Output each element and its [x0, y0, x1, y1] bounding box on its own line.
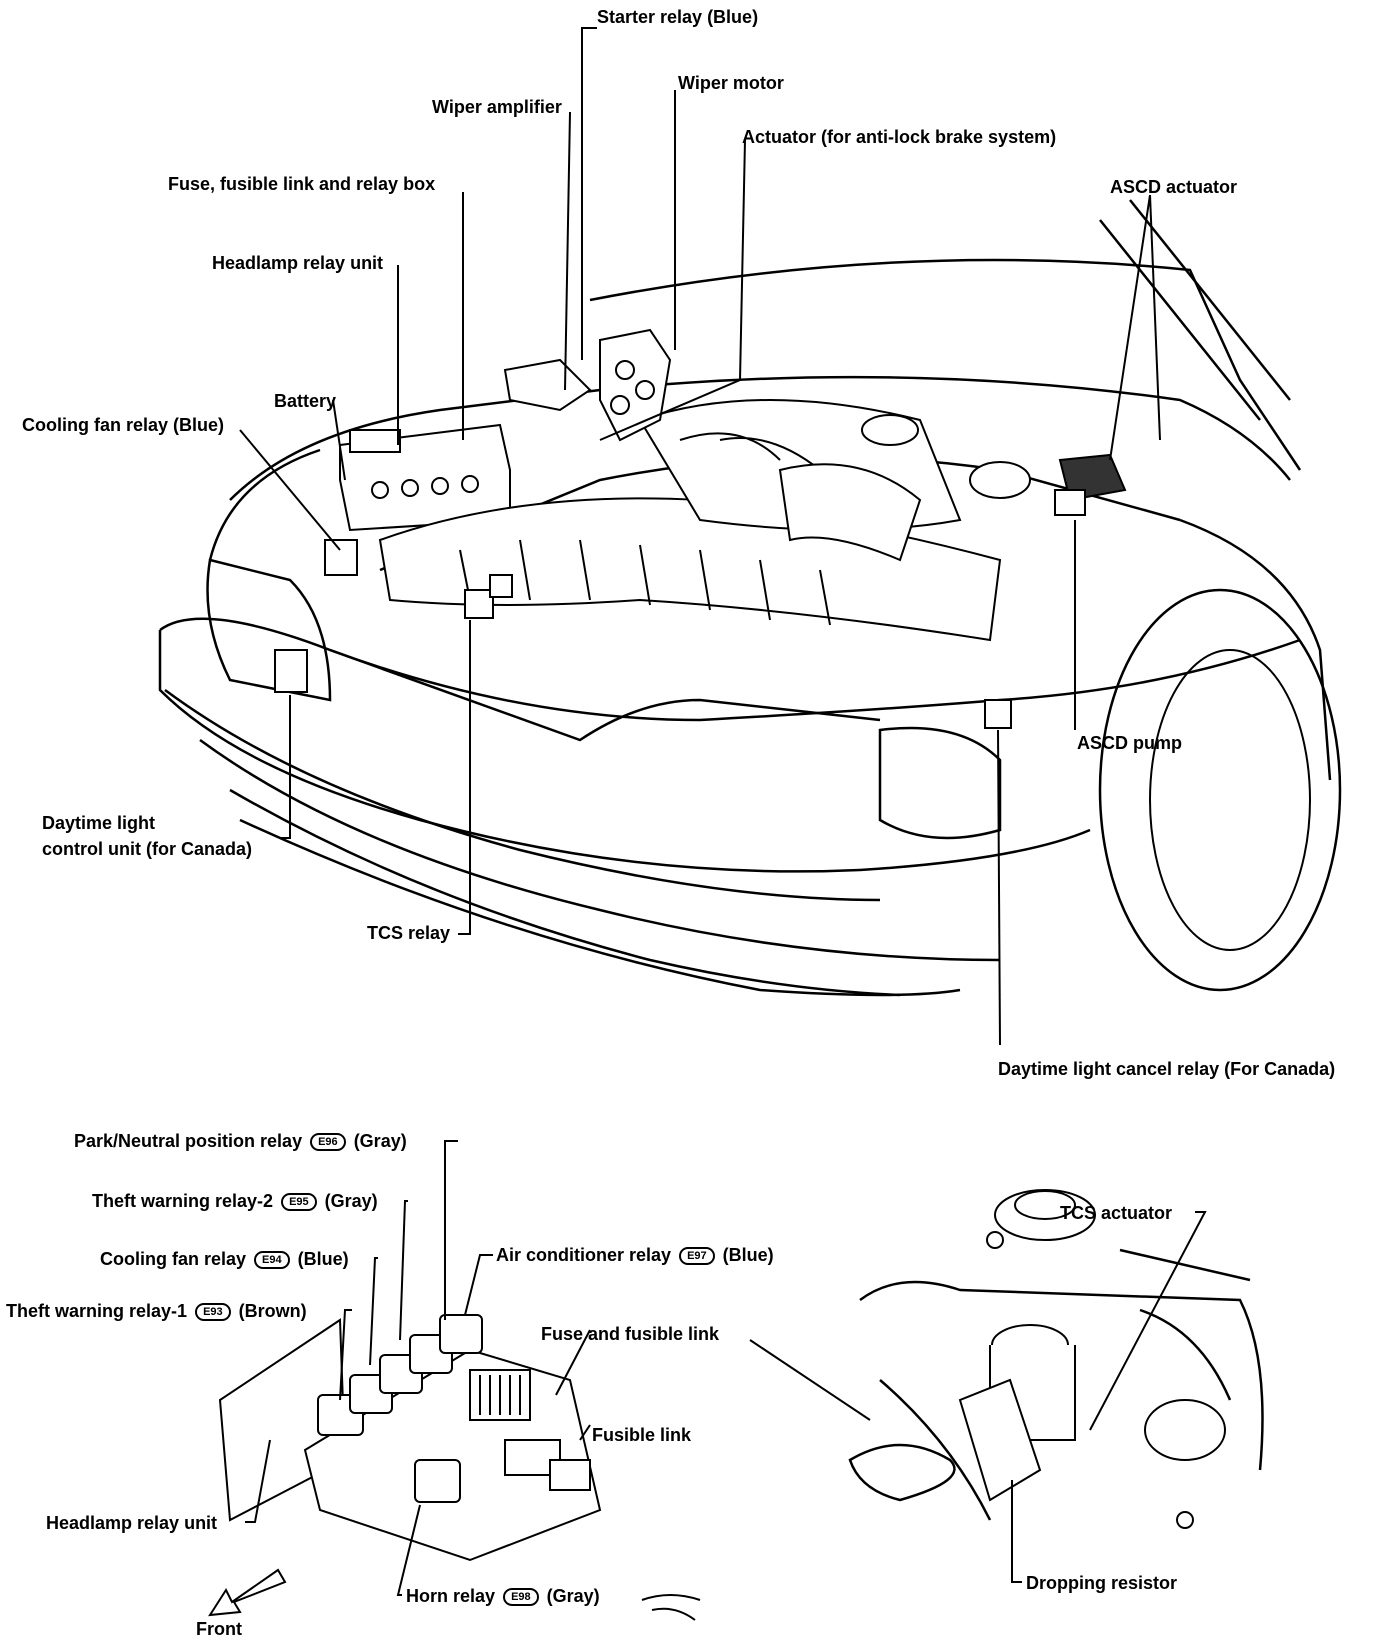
label-ascd-actuator: ASCD actuator — [1110, 177, 1238, 197]
label-daytime-light-control-2: control unit (for Canada) — [42, 839, 252, 859]
label-fuse-and-fusible-link: Fuse and fusible link — [541, 1324, 720, 1344]
label-actuator-abs: Actuator (for anti-lock brake system) — [742, 127, 1057, 147]
top-leader-lines — [239, 27, 1161, 1046]
connector-badge: E94 — [254, 1251, 290, 1269]
connector-badge: E98 — [503, 1588, 539, 1606]
label-battery: Battery — [274, 391, 337, 411]
label-ascd-pump: ASCD pump — [1077, 733, 1182, 753]
label-daytime-light-control-1: Daytime light — [42, 813, 156, 833]
label-headlamp-relay-unit-box: Headlamp relay unit — [46, 1513, 218, 1533]
label-park-neutral-relay: Park/Neutral position relay E96 (Gray) — [74, 1131, 407, 1151]
label-fuse-box: Fuse, fusible link and relay box — [168, 174, 436, 194]
tcs-actuator-drawing — [749, 1189, 1264, 1583]
engine-components — [274, 328, 1127, 729]
label-starter-relay: Starter relay (Blue) — [597, 7, 759, 27]
connector-badge: E95 — [281, 1193, 317, 1211]
label-horn-relay: Horn relay E98 (Gray) — [406, 1586, 600, 1606]
label-tcs-actuator: TCS actuator — [1060, 1203, 1173, 1223]
label-tcs-relay: TCS relay — [367, 923, 451, 943]
connector-badge: E93 — [195, 1303, 231, 1321]
label-theft-warning-relay-2: Theft warning relay-2 E95 (Gray) — [92, 1191, 378, 1211]
label-headlamp-relay-unit: Headlamp relay unit — [212, 253, 384, 273]
label-wiper-amplifier: Wiper amplifier — [432, 97, 562, 117]
label-front: Front — [196, 1619, 242, 1639]
label-air-conditioner-relay: Air conditioner relay E97 (Blue) — [496, 1245, 774, 1265]
connector-badge: E97 — [679, 1247, 715, 1265]
label-wiper-motor: Wiper motor — [678, 73, 784, 93]
label-cooling-fan-relay: Cooling fan relay (Blue) — [22, 415, 225, 435]
label-fusible-link: Fusible link — [592, 1425, 692, 1445]
label-theft-warning-relay-1: Theft warning relay-1 E93 (Brown) — [6, 1301, 307, 1321]
relay-box-drawing — [208, 1140, 701, 1621]
label-dropping-resistor: Dropping resistor — [1026, 1573, 1178, 1593]
label-cooling-fan-relay-box: Cooling fan relay E94 (Blue) — [100, 1249, 349, 1269]
connector-badge: E96 — [310, 1133, 346, 1151]
label-daytime-light-cancel-relay: Daytime light cancel relay (For Canada) — [998, 1059, 1336, 1079]
